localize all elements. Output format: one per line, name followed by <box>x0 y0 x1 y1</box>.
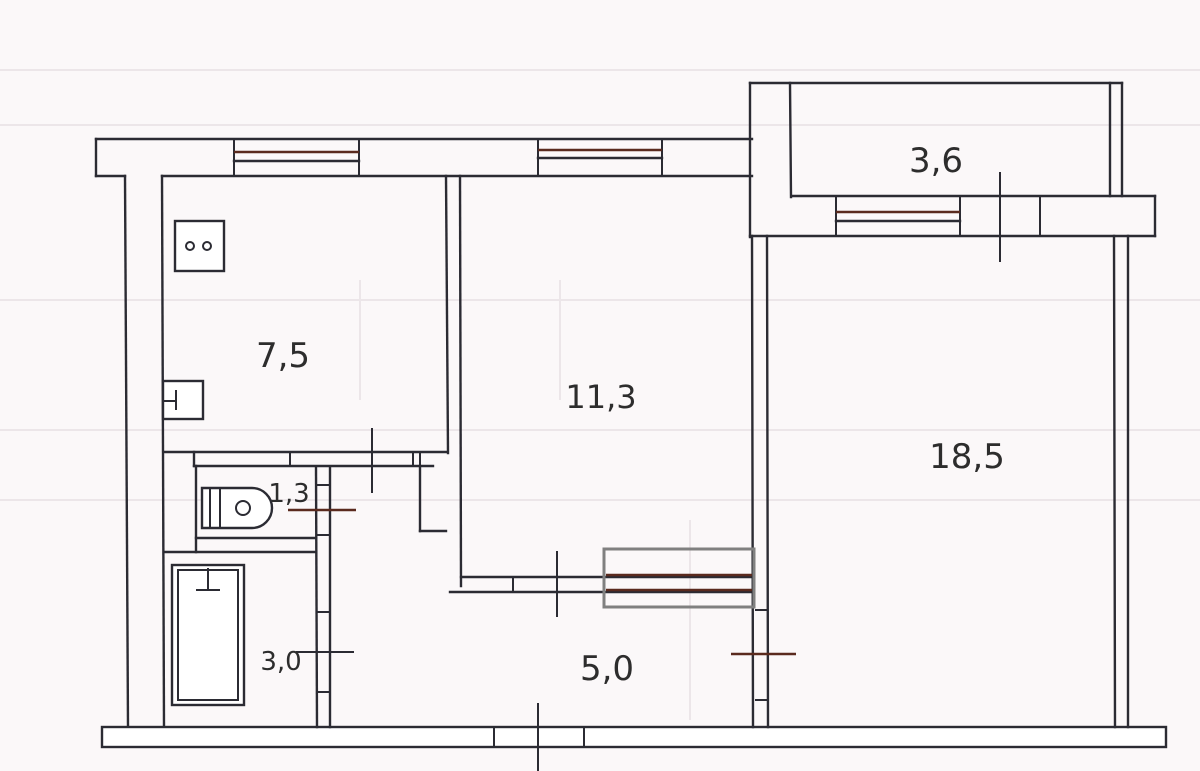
room-window <box>536 139 664 176</box>
room-area-kitchen: 7,5 <box>256 336 310 376</box>
kitchen-window <box>232 139 361 176</box>
room-area-wc: 1,3 <box>268 479 309 509</box>
bathtub-icon <box>170 563 246 707</box>
room-area-balcony: 3,6 <box>909 141 963 181</box>
room-area-small-room: 11,3 <box>565 378 636 416</box>
balcony-structure <box>748 81 1157 262</box>
room-area-large-room: 18,5 <box>929 437 1005 477</box>
kitchen-sink-icon <box>161 379 205 421</box>
stove-icon <box>173 219 226 273</box>
interior-walls <box>162 174 796 771</box>
room-labels: 7,5 11,3 18,5 3,6 1,3 3,0 5,0 <box>256 141 1005 689</box>
room-area-hallway: 5,0 <box>580 649 634 689</box>
toilet-icon <box>200 486 274 530</box>
highlighted-opening <box>602 547 756 609</box>
room-area-bathroom: 3,0 <box>260 647 301 677</box>
windows <box>232 139 664 176</box>
background-artifacts <box>0 69 1200 720</box>
